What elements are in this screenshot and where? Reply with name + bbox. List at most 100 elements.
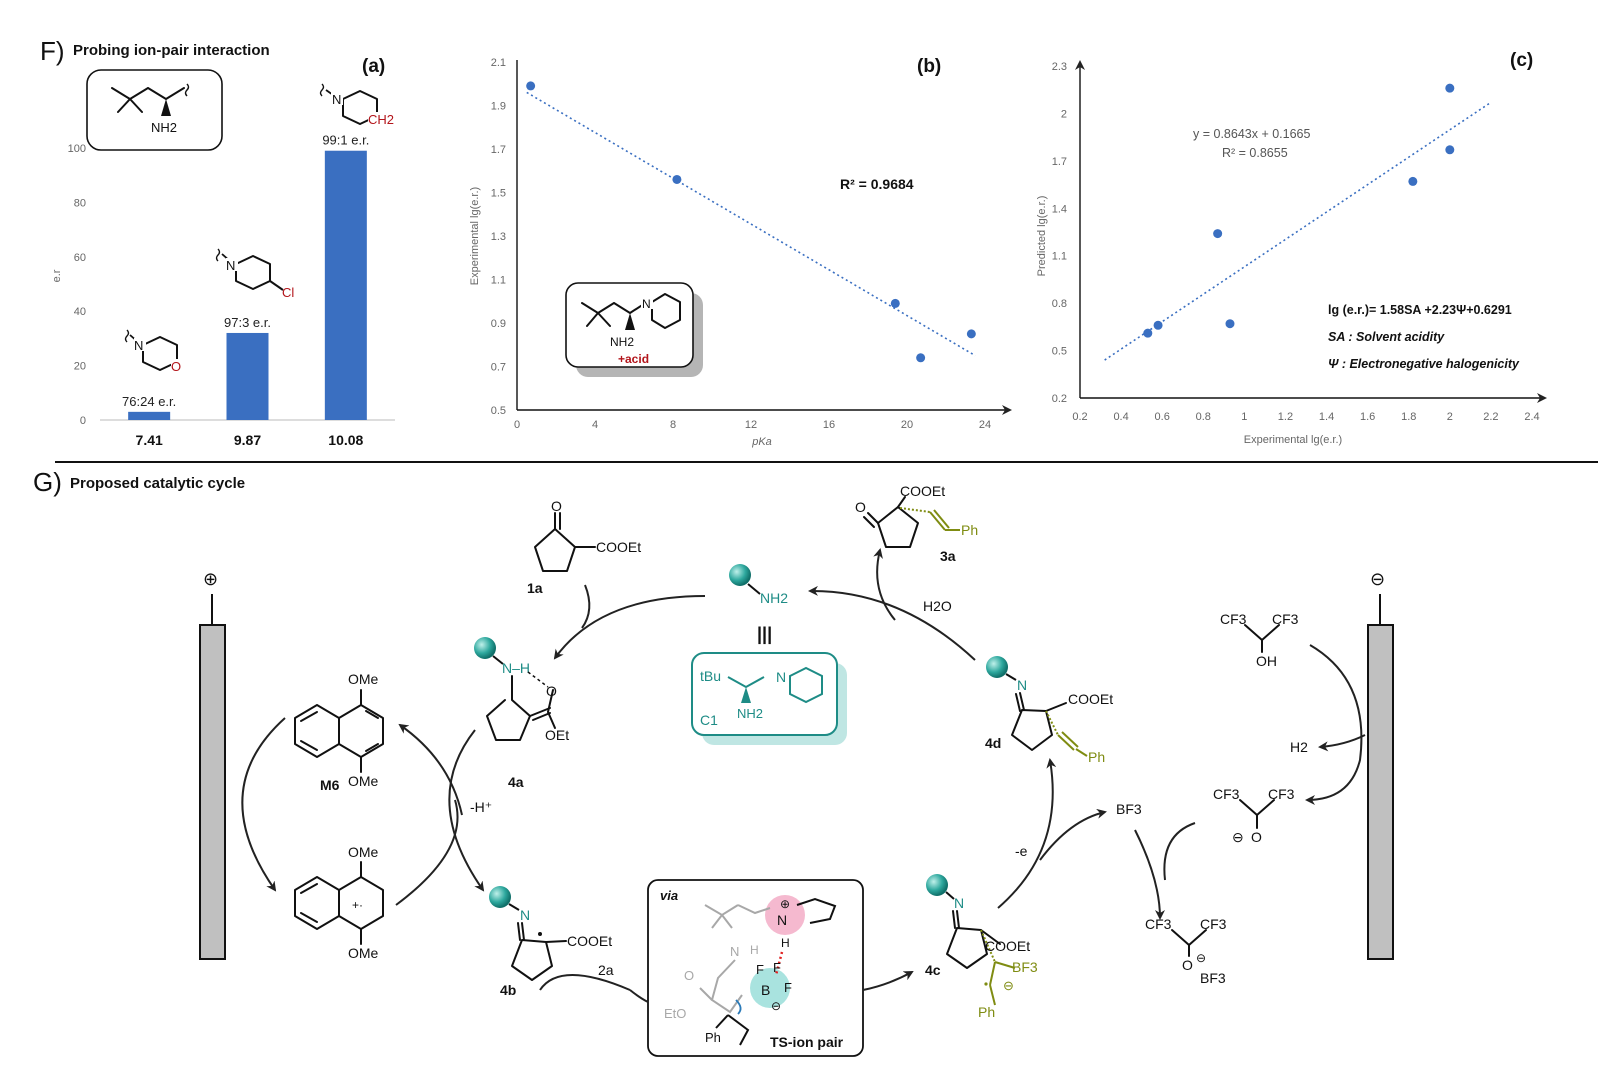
chart-b-xtick: 0 — [514, 419, 520, 431]
alkoxide-cf3-left: CF3 — [1213, 786, 1240, 802]
1a-cooet: COOEt — [596, 539, 641, 555]
chart-a-chloropiperidine-structure: N Cl — [215, 248, 294, 300]
4c-cooet: COOEt — [985, 938, 1030, 954]
1a-label: 1a — [527, 580, 543, 596]
chart-c-xtick: 1.2 — [1278, 411, 1293, 423]
chart-a-panel-label: (a) — [362, 56, 385, 77]
anode-symbol: ⊕ — [203, 569, 218, 589]
chart-c-point — [1153, 320, 1163, 330]
chart-a-morpholine-n: N — [134, 338, 143, 353]
alkoxide-o: O — [1251, 829, 1262, 845]
chart-a-bar — [226, 332, 269, 420]
3a-ph: Ph — [961, 522, 978, 538]
compound-4b: N COOEt 4b — [489, 886, 612, 998]
hfip-alkoxide: CF3 CF3 ⊖ O — [1213, 786, 1295, 845]
mediator-m6: OMe OMe M6 — [294, 671, 384, 793]
chart-b-ytick: 1.1 — [491, 275, 506, 287]
chart-b-inset-nh2: NH2 — [610, 335, 634, 349]
chart-c-point — [1445, 145, 1455, 155]
ts-eto: EtO — [664, 1006, 686, 1021]
adduct-o: O — [1182, 957, 1193, 973]
anode-electrode: ⊕ — [199, 569, 226, 960]
chart-c-xtick: 0.6 — [1155, 411, 1170, 423]
chart-b-ytick: 2.1 — [491, 57, 506, 69]
chart-b-panel-label: (b) — [917, 56, 941, 77]
hfip: CF3 CF3 OH — [1220, 611, 1299, 669]
4a-label: 4a — [508, 774, 524, 790]
minus-e-label: -e — [1015, 843, 1028, 859]
ts-ph: Ph — [705, 1030, 721, 1045]
chart-b-points — [526, 81, 976, 363]
chart-b-xtick: 8 — [670, 419, 676, 431]
chart-b-point — [890, 298, 900, 308]
chart-b-ytick: 0.9 — [491, 318, 506, 330]
chart-c-xtick: 2.2 — [1483, 411, 1498, 423]
chart-a-ytick: 60 — [74, 252, 86, 264]
transition-state-box: via ⊕ N H N H O EtO B F F F ⊖ Ph TS-ion … — [647, 879, 864, 1057]
chart-c-point — [1213, 229, 1223, 239]
reagent-2a: 2a — [598, 962, 614, 978]
chart-a-bar — [128, 411, 171, 420]
chart-c-point — [1408, 176, 1418, 186]
chart-a-chloro-n: N — [226, 258, 235, 273]
alkoxide-minus: ⊖ — [1232, 829, 1244, 845]
4a-o: O — [546, 683, 557, 699]
compound-1a: O COOEt 1a — [527, 498, 641, 596]
4c-ph: Ph — [978, 1004, 995, 1020]
chart-a-bars — [128, 150, 367, 420]
ts-n: N — [777, 912, 787, 928]
chart-c-note-sa: SA : Solvent acidity — [1328, 330, 1445, 344]
ts-name: TS-ion pair — [770, 1034, 844, 1050]
catalyst-nh2: NH2 — [760, 590, 788, 606]
chart-a-bar-label: 99:1 e.r. — [322, 133, 369, 148]
ts-b: B — [761, 982, 770, 998]
chart-b-point — [916, 353, 926, 363]
chart-a-chloro-cl: Cl — [282, 285, 294, 300]
minus-h-label: -H⁺ — [470, 799, 492, 815]
panel-g-title: Proposed catalytic cycle — [70, 475, 245, 492]
chart-c-point — [1225, 319, 1235, 329]
chart-c-point — [1143, 328, 1153, 338]
4d-ph: Ph — [1088, 749, 1105, 765]
ts-h-left: H — [750, 943, 759, 957]
chart-c-equation: y = 0.8643x + 0.1665 — [1193, 127, 1311, 141]
chart-b-xtick: 16 — [823, 419, 835, 431]
alkoxide-cf3-right: CF3 — [1268, 786, 1295, 802]
chart-b-inset-acid: +acid — [618, 352, 649, 366]
hfip-oh: OH — [1256, 653, 1277, 669]
chart-b-ytick: 1.5 — [491, 188, 506, 200]
adduct-cf3-left: CF3 — [1145, 916, 1172, 932]
chart-c-note-model: lg (e.r.)= 1.58SA +2.23Ψ+0.6291 — [1328, 303, 1512, 317]
chart-b-trendline — [526, 91, 976, 357]
chart-c-xtick: 1.8 — [1401, 411, 1416, 423]
compound-4c: N COOEt BF3 ⊖ Ph 4c — [925, 874, 1038, 1020]
chart-c-xtick: 2 — [1447, 411, 1453, 423]
chart-a-bar-label: 97:3 e.r. — [224, 315, 271, 330]
panel-g-letter: G) — [33, 467, 62, 497]
chart-b-ylabel: Experimental lg(e.r.) — [469, 187, 481, 285]
panel-f-letter: F) — [40, 36, 65, 66]
chart-b-point — [526, 81, 536, 91]
ts-f3: F — [784, 980, 792, 995]
4c-minus: ⊖ — [1003, 978, 1014, 993]
chart-a-morpholine-o: O — [171, 359, 181, 374]
chart-b-xtick: 24 — [979, 419, 991, 431]
m6ox-ome-top: OMe — [348, 844, 379, 860]
chart-a-category: 10.08 — [328, 432, 363, 448]
4b-cooet: COOEt — [567, 933, 612, 949]
ts-o: O — [684, 968, 694, 983]
m6ox-ome-bottom: OMe — [348, 945, 379, 961]
adduct-minus: ⊖ — [1196, 951, 1206, 965]
chart-c-ytick: 1.1 — [1052, 251, 1067, 263]
chart-a-category: 7.41 — [136, 432, 163, 448]
chart-c-ytick: 0.5 — [1052, 346, 1067, 358]
chart-c-yticks: 0.20.50.81.11.41.722.3 — [1052, 61, 1067, 405]
cycle-arrows — [241, 548, 1366, 1003]
chart-c-panel-label: (c) — [1510, 50, 1533, 71]
chart-c-r2: R² = 0.8655 — [1222, 146, 1288, 160]
hfip-cf3-left: CF3 — [1220, 611, 1247, 627]
